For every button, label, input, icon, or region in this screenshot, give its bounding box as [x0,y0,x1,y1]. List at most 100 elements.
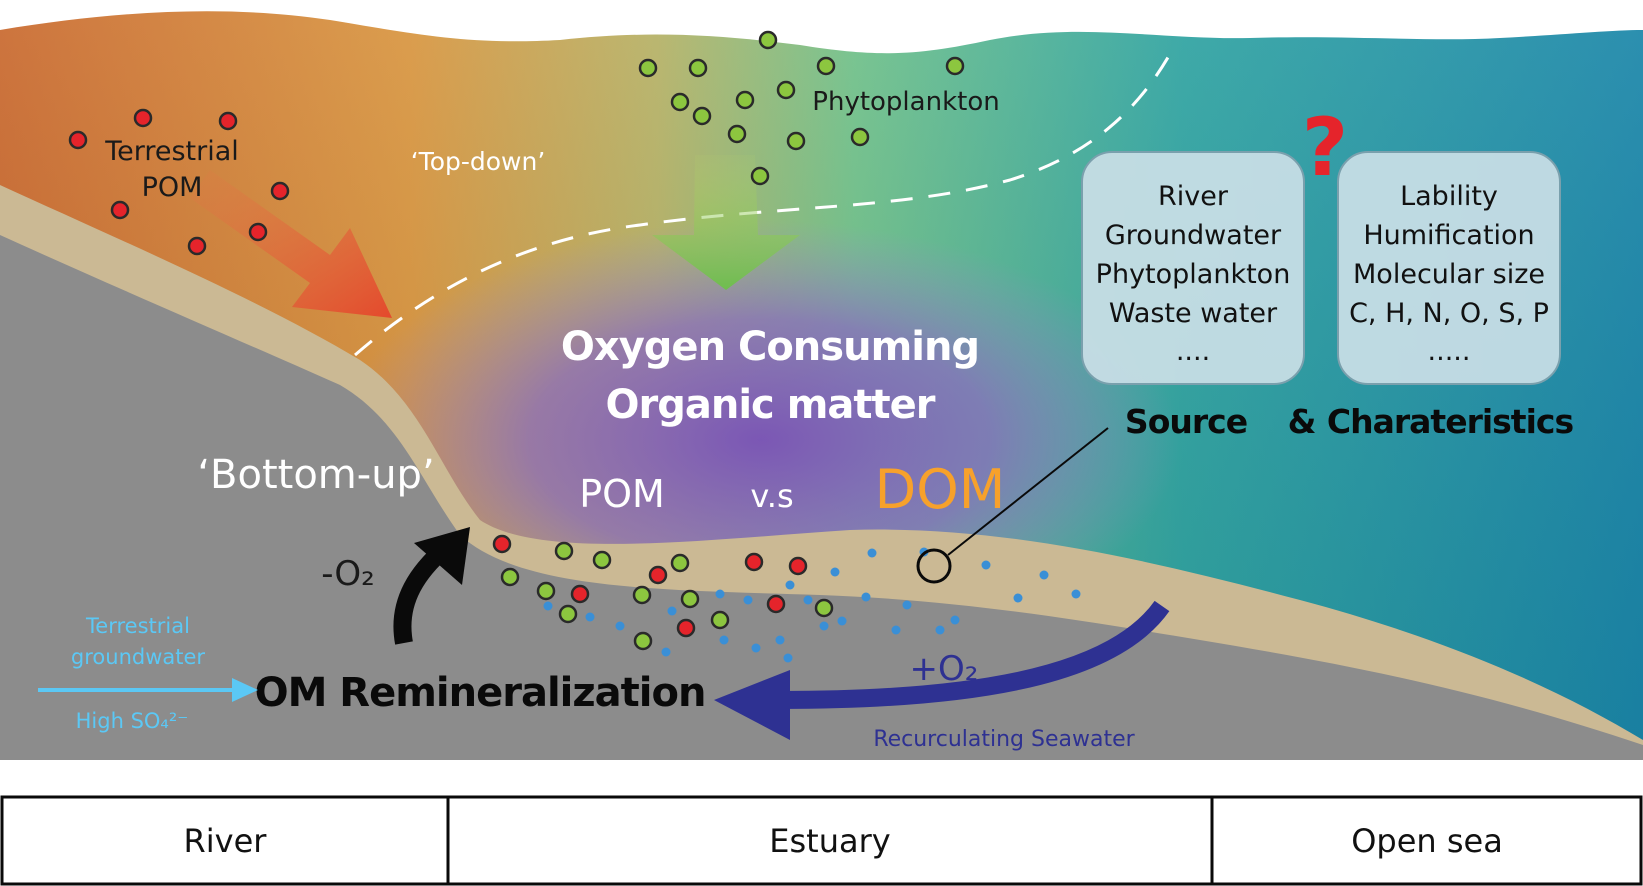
sediment-particle-dot [710,610,730,630]
dom-dot [1071,589,1081,599]
terrestrial-pom-label-line1: Terrestrial [104,136,239,167]
dom-dot [667,606,677,616]
sediment-particle-dot [558,604,578,624]
phytoplankton-dot [750,166,770,186]
sediment-particle-dot [592,550,612,570]
region-estuary: Estuary [769,822,890,860]
dom-dot [819,621,829,631]
sediment-particle-dot [536,581,556,601]
dom-dot [715,589,725,599]
sediment-particle-dot [670,553,690,573]
dom-dot [751,643,761,653]
oxygen-consuming-title-line2: Organic matter [606,382,936,428]
characteristics-item: C, H, N, O, S, P [1349,298,1549,329]
dom-label: DOM [875,458,1006,521]
phytoplankton-dot [670,92,690,112]
dom-dot [719,635,729,645]
phytoplankton-dot [776,80,796,100]
phytoplankton-dot [692,106,712,126]
bottom-up-label: ‘Bottom-up’ [197,452,434,498]
terrestrial-pom-dot [133,108,153,128]
sediment-particle-dot [633,631,653,651]
dom-dot [891,625,901,635]
characteristics-item: Humification [1363,220,1534,251]
dom-dot [775,635,785,645]
characteristics-item: Lability [1400,181,1498,212]
terrestrial-pom-dot [110,200,130,220]
terrestrial-pom-arrow [190,170,392,318]
phytoplankton-dot [688,58,708,78]
terrestrial-pom-dot [218,111,238,131]
vs-label: v.s [750,477,793,515]
dom-dot [950,615,960,625]
phytoplankton-dot [638,58,658,78]
oxygen-consuming-title-line1: Oxygen Consuming [561,324,979,370]
dom-dot [543,601,553,611]
characteristics-heading: Charateristics [1327,402,1574,441]
region-bar: River Estuary Open sea [0,795,1643,886]
characteristics-box: Lability Humification Molecular size C, … [1337,151,1561,385]
sediment-particle-dot [492,534,512,554]
phytoplankton-dot [945,56,965,76]
phytoplankton-label: Phytoplankton [812,87,999,117]
terrestrial-pom-dot [68,130,88,150]
dom-dot [785,580,795,590]
source-item: River [1158,181,1229,212]
top-down-label: ‘Top-down’ [411,147,546,176]
recirculating-seawater-label: Recurculating Seawater [873,727,1135,752]
high-so4-label: High SO₄²⁻ [76,709,189,733]
phytoplankton-dots [638,30,965,186]
dom-dot [803,595,813,605]
terrestrial-groundwater-label-line2: groundwater [71,645,205,669]
sediment-particle-dot [814,598,834,618]
dom-dot [615,621,625,631]
source-box: River Groundwater Phytoplankton Waste wa… [1081,151,1305,385]
pom-label: POM [579,472,665,516]
terrestrial-pom-dot [270,181,290,201]
dom-dot [743,595,753,605]
ampersand-label: & [1288,402,1317,441]
dom-dot [837,616,847,626]
sediment-particle-dot [676,618,696,638]
sediment-particle-dot [788,556,808,576]
om-remineralization-label: OM Remineralization [255,670,706,716]
source-item: Waste water [1109,298,1278,329]
source-item: .... [1176,336,1210,367]
sediment-particle-dot [648,565,668,585]
terrestrial-groundwater-label-line1: Terrestrial [85,614,190,638]
sediment-particle-dot [570,584,590,604]
phytoplankton-dot [850,127,870,147]
source-heading: Source [1125,402,1247,441]
phytoplankton-dot [735,90,755,110]
dom-dot [585,612,595,622]
dom-dot [981,560,991,570]
terrestrial-pom-label-line2: POM [142,172,203,203]
dom-dot [661,647,671,657]
dom-dot [1039,570,1049,580]
terrestrial-pom-dot [187,236,207,256]
dom-dots [543,547,1081,663]
dom-sample-pointer [916,427,1109,584]
region-river: River [184,822,268,860]
groundwater-arrow [38,678,258,702]
phytoplankton-dot [786,131,806,151]
dom-dot [783,653,793,663]
phytoplankton-dot [758,30,778,50]
phytoplankton-arrow [652,155,800,290]
source-item: Groundwater [1105,220,1282,251]
phytoplankton-dot [816,56,836,76]
terrestrial-pom-dot [248,222,268,242]
terrestrial-pom-dots [68,108,290,256]
phytoplankton-dot [727,124,747,144]
characteristics-item: Molecular size [1353,259,1545,290]
dom-dot [861,592,871,602]
dom-dot [1013,593,1023,603]
dom-dot [935,625,945,635]
oxygen-uptake-arrow [393,527,470,645]
recirculating-seawater-arrow [714,600,1170,740]
sediment-particle-dot [500,567,520,587]
sediment-particle-dots [492,534,834,651]
sediment-particle-dot [744,552,764,572]
sediment-particle-dot [632,585,652,605]
